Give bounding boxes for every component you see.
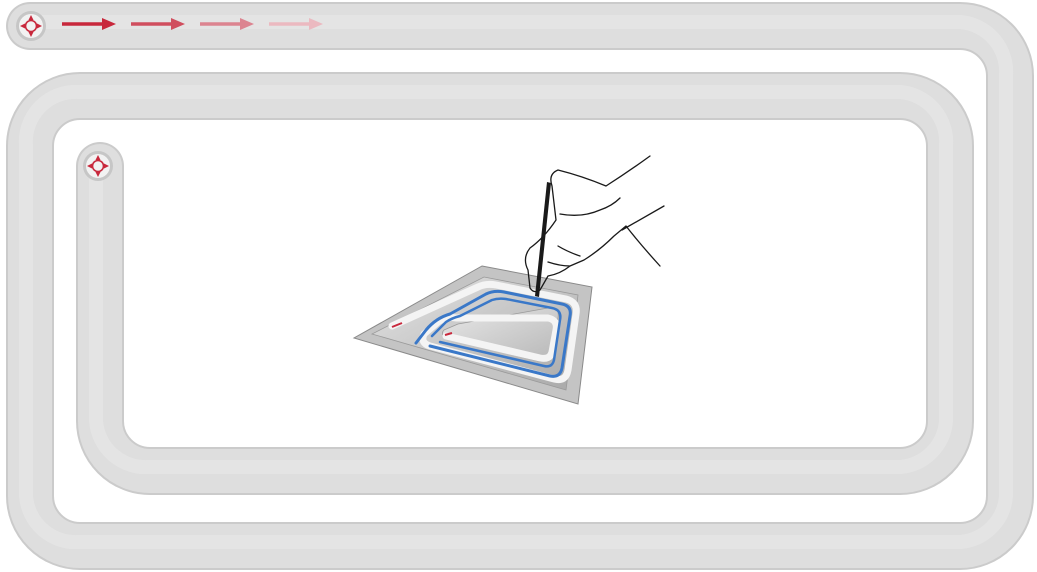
inner-marker-icon — [83, 151, 113, 181]
start-marker-icon — [16, 11, 46, 41]
hand-drawing-on-tablet-icon — [354, 156, 664, 404]
